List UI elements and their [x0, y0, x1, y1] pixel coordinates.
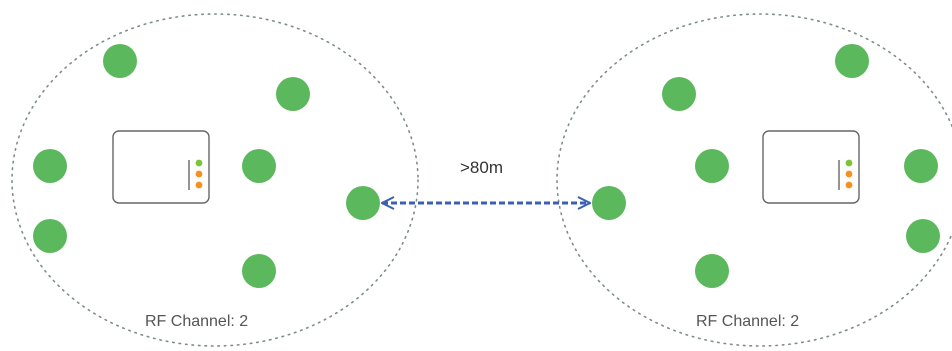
zone-left: RF Channel: 2 [11, 13, 419, 347]
client-node [904, 149, 938, 183]
client-node [835, 44, 869, 78]
status-led-green [195, 159, 203, 167]
client-node [242, 149, 276, 183]
client-node [695, 149, 729, 183]
client-node [695, 254, 729, 288]
access-point-icon [112, 130, 210, 204]
zone-boundary [11, 13, 419, 347]
client-node [103, 44, 137, 78]
status-led-green [845, 159, 853, 167]
client-node [242, 254, 276, 288]
client-node-edge [592, 186, 626, 220]
distance-link: >80m [382, 158, 590, 203]
zone-label: RF Channel: 2 [145, 313, 248, 330]
status-led-orange [195, 170, 203, 178]
status-led-orange [845, 170, 853, 178]
client-node [276, 77, 310, 111]
client-node-edge [346, 186, 380, 220]
distance-label: >80m [460, 158, 503, 177]
client-node [33, 219, 67, 253]
zone-label: RF Channel: 2 [696, 313, 799, 330]
client-node [662, 77, 696, 111]
access-point-icon [762, 130, 860, 204]
zone-right: RF Channel: 2 [556, 13, 952, 347]
zone-boundary [556, 13, 952, 347]
status-led-orange [195, 181, 203, 189]
client-node [906, 219, 940, 253]
status-led-orange [845, 181, 853, 189]
client-node [33, 149, 67, 183]
